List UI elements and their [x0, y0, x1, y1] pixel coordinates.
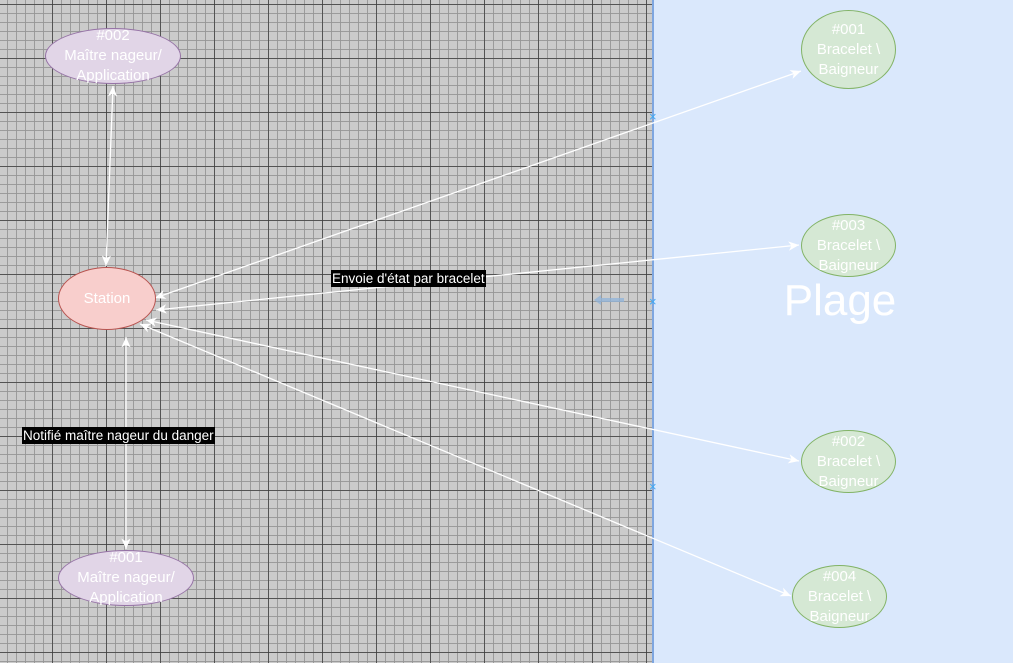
edge-station-bracelet-002[interactable]	[145, 317, 800, 464]
edge-label-bracelet-status[interactable]: Envoie d'état par bracelet	[331, 270, 486, 287]
node-bracelet-002[interactable]: #002 Bracelet \ Baigneur	[801, 430, 896, 493]
edge-station-lifeguard-002[interactable]	[101, 85, 118, 267]
edge-station-bracelet-001[interactable]	[154, 70, 802, 299]
node-line: Baigneur	[818, 256, 879, 274]
connection-point-icon[interactable]: ×	[649, 479, 657, 494]
node-line: Bracelet \	[816, 236, 881, 254]
node-lifeguard-002[interactable]: #002 Maître nageur/ Application	[45, 27, 181, 84]
node-station[interactable]: Station	[58, 267, 156, 330]
node-line: Maître nageur/	[77, 569, 175, 586]
node-line: Bracelet \	[816, 40, 881, 58]
connection-point-icon[interactable]: ×	[649, 294, 657, 309]
node-line: #004	[822, 567, 857, 585]
node-bracelet-003[interactable]: #003 Bracelet \ Baigneur	[801, 214, 896, 277]
node-line: Application	[89, 589, 163, 606]
node-lifeguard-001[interactable]: #001 Maître nageur/ Application	[58, 549, 194, 606]
resize-arrow-icon[interactable]	[592, 294, 626, 306]
node-line: Baigneur	[818, 472, 879, 490]
node-line: #002	[96, 27, 130, 44]
node-line: Baigneur	[809, 607, 870, 625]
node-line: Baigneur	[818, 60, 879, 78]
node-line: Bracelet \	[816, 452, 881, 470]
node-bracelet-001[interactable]: #001 Bracelet \ Baigneur	[801, 10, 896, 89]
node-line: #001	[831, 20, 866, 38]
zone-label: Plage	[783, 276, 897, 325]
node-line: #003	[831, 216, 866, 234]
node-line: #002	[831, 432, 866, 450]
node-line: Station	[83, 289, 131, 307]
node-line: Maître nageur/	[64, 47, 162, 64]
node-line: #001	[109, 549, 143, 566]
node-bracelet-004[interactable]: #004 Bracelet \ Baigneur	[792, 565, 887, 628]
edge-station-bracelet-004[interactable]	[139, 323, 792, 597]
node-line: Bracelet \	[807, 587, 872, 605]
connection-point-icon[interactable]: ×	[649, 109, 657, 124]
node-line: Application	[76, 67, 150, 84]
edge-label-notify-lifeguard[interactable]: Notifié maître nageur du danger	[22, 427, 215, 444]
